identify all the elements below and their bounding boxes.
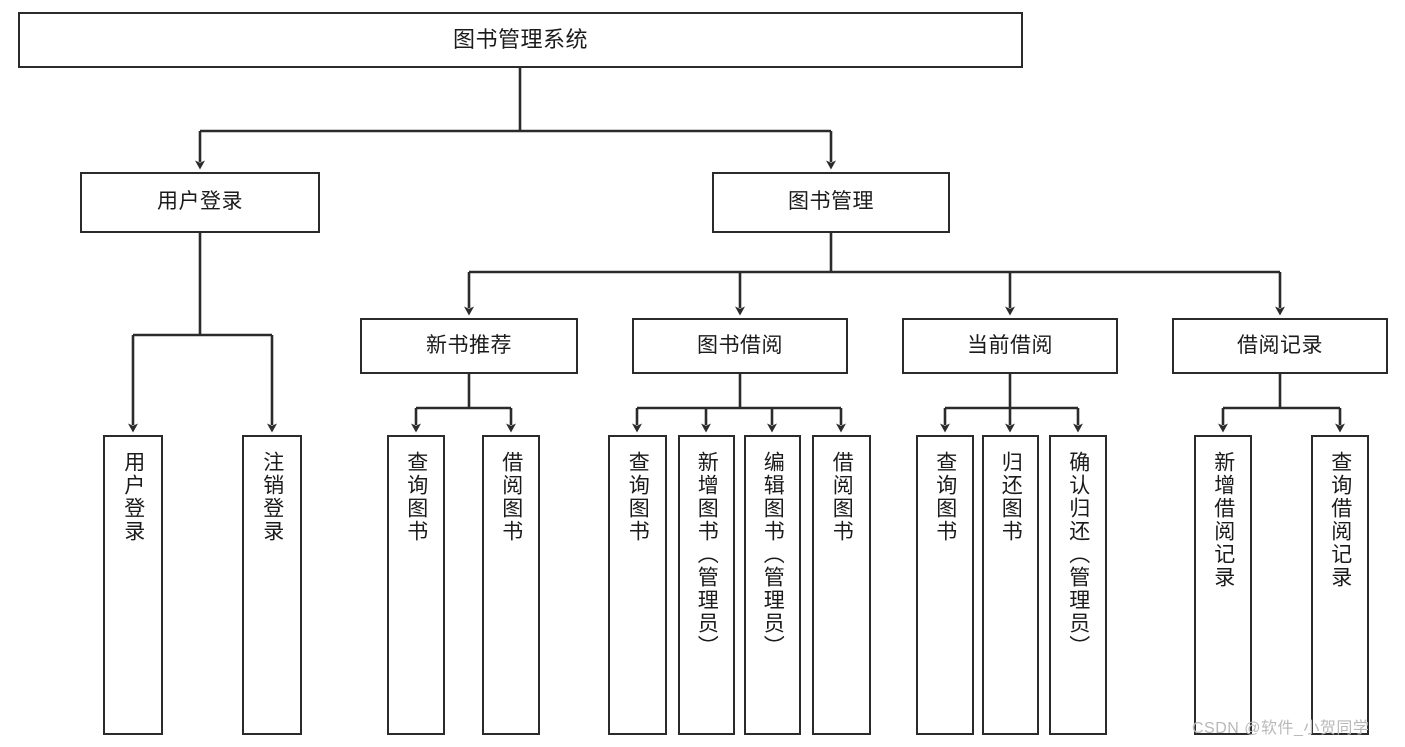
node-box-level3-1[interactable]: 图书借阅	[632, 318, 848, 374]
connector-lines	[128, 68, 1345, 433]
node-label: 查询图书	[626, 451, 650, 543]
node-box-root[interactable]: 图书管理系统	[18, 12, 1023, 68]
node-label: 确认归还（管理员）	[1066, 451, 1090, 658]
node-box-leaf-11[interactable]: 新增借阅记录	[1194, 435, 1252, 735]
node-label: 编辑图书（管理员）	[761, 451, 785, 658]
node-label: 查询图书	[933, 451, 957, 543]
node-box-leaf-0[interactable]: 用户登录	[103, 435, 163, 735]
node-box-leaf-3[interactable]: 借阅图书	[482, 435, 540, 735]
node-box-level3-0[interactable]: 新书推荐	[360, 318, 578, 374]
node-box-leaf-9[interactable]: 归还图书	[982, 435, 1039, 735]
node-box-leaf-2[interactable]: 查询图书	[387, 435, 445, 735]
node-label: 借阅记录	[1237, 333, 1323, 357]
node-label: 新增图书（管理员）	[695, 451, 719, 658]
node-label: 用户登录	[121, 451, 145, 543]
node-box-leaf-4[interactable]: 查询图书	[608, 435, 667, 735]
node-box-level2-1[interactable]: 图书管理	[712, 172, 950, 233]
node-label: 归还图书	[999, 451, 1023, 543]
node-label: 借阅图书	[499, 451, 523, 543]
node-label: 图书管理系统	[452, 27, 588, 53]
node-label: 图书管理	[788, 190, 874, 214]
node-label: 新书推荐	[426, 333, 512, 357]
node-label: 当前借阅	[967, 333, 1053, 357]
node-box-leaf-6[interactable]: 编辑图书（管理员）	[744, 435, 801, 735]
node-label: 查询图书	[404, 451, 428, 543]
node-label: 注销登录	[260, 451, 284, 543]
node-label: 用户登录	[157, 190, 243, 214]
node-box-leaf-1[interactable]: 注销登录	[242, 435, 302, 735]
node-box-level3-2[interactable]: 当前借阅	[902, 318, 1118, 374]
node-box-level3-3[interactable]: 借阅记录	[1172, 318, 1388, 374]
node-box-leaf-5[interactable]: 新增图书（管理员）	[678, 435, 735, 735]
node-box-leaf-12[interactable]: 查询借阅记录	[1311, 435, 1369, 735]
node-label: 图书借阅	[697, 333, 783, 357]
node-label: 查询借阅记录	[1328, 451, 1352, 589]
node-label: 新增借阅记录	[1211, 451, 1235, 589]
node-label: 借阅图书	[830, 451, 854, 543]
node-box-leaf-10[interactable]: 确认归还（管理员）	[1049, 435, 1107, 735]
node-box-leaf-8[interactable]: 查询图书	[916, 435, 974, 735]
node-box-leaf-7[interactable]: 借阅图书	[812, 435, 871, 735]
node-box-level2-0[interactable]: 用户登录	[80, 172, 320, 233]
